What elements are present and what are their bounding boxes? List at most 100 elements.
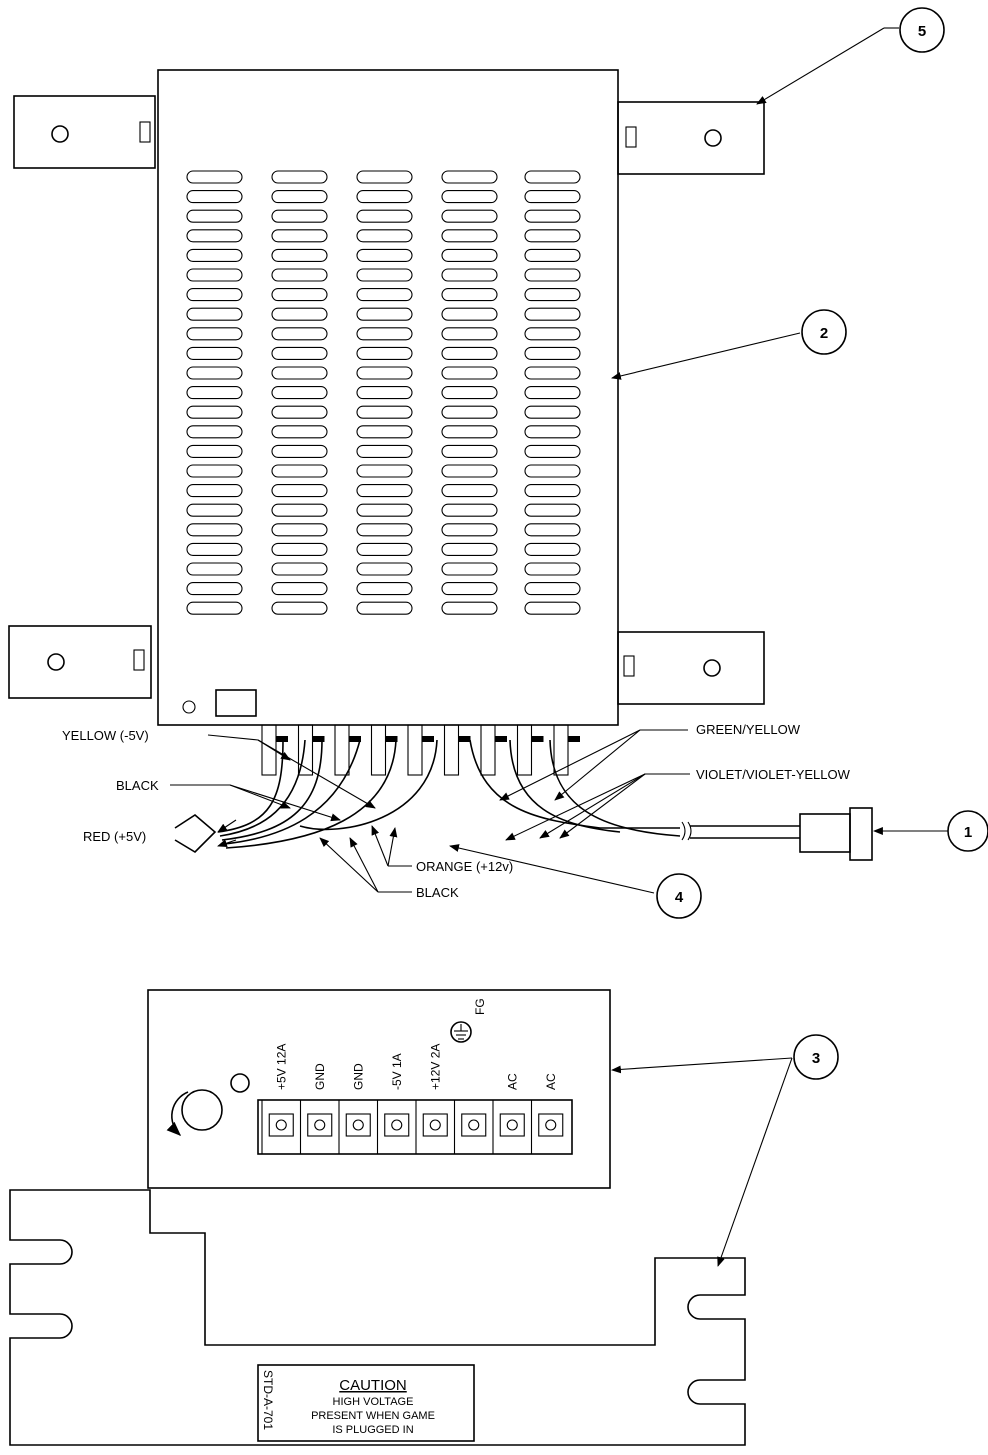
vent-slot — [271, 386, 328, 400]
vent-slot — [186, 405, 243, 419]
vent-slot — [356, 268, 413, 282]
vent-slot — [186, 170, 243, 184]
vent-slot — [441, 503, 498, 517]
side-code: STD-A-701 — [261, 1370, 275, 1430]
vent-slot — [356, 464, 413, 478]
vent-slot — [271, 523, 328, 537]
vent-slot — [441, 327, 498, 341]
vent-slot — [271, 601, 328, 615]
vent-slot — [271, 288, 328, 302]
vent-slot — [441, 523, 498, 537]
terminal-tab-screw — [568, 736, 580, 742]
vent-slot — [271, 170, 328, 184]
vent-slot — [271, 542, 328, 556]
vent-slot — [441, 562, 498, 576]
vent-slot — [186, 523, 243, 537]
vent-slot — [524, 327, 581, 341]
caution-title: CAUTION — [339, 1377, 407, 1394]
terminal-screw — [391, 1119, 403, 1131]
vent-slot — [524, 307, 581, 321]
vent-slot — [356, 562, 413, 576]
terminal-box — [307, 1113, 333, 1137]
terminal-tab — [553, 724, 569, 776]
vent-slot — [186, 542, 243, 556]
indicator-hole — [182, 700, 196, 714]
vent-slot — [356, 307, 413, 321]
vent-slot — [271, 307, 328, 321]
vent-slot — [356, 425, 413, 439]
terminal-screw — [545, 1119, 557, 1131]
terminal-tab — [334, 724, 350, 776]
terminal-box — [384, 1113, 410, 1137]
label-black-wire-top: BLACK — [116, 778, 159, 793]
vent-slot — [524, 503, 581, 517]
ground-symbol — [450, 1021, 472, 1043]
vent-slot — [441, 582, 498, 596]
vent-slot — [524, 386, 581, 400]
vent-slot — [271, 268, 328, 282]
terminal-screw — [468, 1119, 480, 1131]
vent-slot — [356, 327, 413, 341]
terminal-label: AC — [544, 1073, 558, 1090]
vent-slot — [524, 346, 581, 360]
vent-slot — [186, 229, 243, 243]
terminal-screws — [261, 1100, 564, 1154]
label-yellow-wire: YELLOW (-5V) — [62, 728, 149, 743]
vent-slot — [441, 190, 498, 204]
terminal-box — [345, 1113, 371, 1137]
mounting-bracket-bottom-left — [8, 625, 152, 699]
adjust-pot — [215, 689, 257, 717]
bottom-bracket — [9, 1189, 746, 1446]
vent-slot — [441, 386, 498, 400]
vent-slot — [524, 268, 581, 282]
vent-slot — [524, 209, 581, 223]
label-red-wire: RED (+5V) — [83, 829, 146, 844]
vent-slot — [356, 523, 413, 537]
vent-slot — [524, 405, 581, 419]
svg-text:2: 2 — [820, 325, 828, 342]
vent-slot — [356, 386, 413, 400]
vent-slot — [441, 209, 498, 223]
callout-3: 3 — [793, 1034, 839, 1080]
vent-slot — [271, 464, 328, 478]
wire-harness — [174, 739, 800, 854]
vent-slot — [356, 484, 413, 498]
vent-slot — [186, 562, 243, 576]
vent-slot — [356, 601, 413, 615]
vent-slot — [271, 327, 328, 341]
terminal-label: GND — [351, 1063, 365, 1090]
vent-slot — [186, 190, 243, 204]
ventilation-slots — [186, 170, 581, 615]
terminal-label: +5V 12A — [274, 1044, 288, 1090]
svg-text:4: 4 — [675, 889, 684, 906]
terminal-box — [422, 1113, 448, 1137]
terminal-tab — [407, 724, 423, 776]
vent-slot — [271, 503, 328, 517]
vent-slot — [524, 366, 581, 380]
svg-text:5: 5 — [918, 23, 926, 40]
vent-slot — [271, 209, 328, 223]
label-black-wire-bottom: BLACK — [416, 885, 459, 900]
vent-slot — [271, 444, 328, 458]
vent-slot — [186, 327, 243, 341]
vent-slot — [356, 170, 413, 184]
mounting-bracket-top-right — [617, 101, 765, 175]
vent-slot — [441, 248, 498, 262]
callout-5: 5 — [899, 7, 945, 53]
vent-slot — [441, 542, 498, 556]
vent-slot — [271, 405, 328, 419]
power-plug — [799, 807, 873, 861]
vent-slot — [356, 503, 413, 517]
terminal-tab-screw — [531, 736, 544, 742]
vent-slot — [441, 307, 498, 321]
terminal-tab — [370, 724, 387, 776]
terminal-label: AC — [505, 1073, 519, 1090]
vent-slot — [186, 464, 243, 478]
terminal-tabs — [261, 724, 580, 776]
callout-1: 1 — [947, 810, 988, 852]
terminal-tab-screw — [422, 736, 434, 742]
wire-label-leaders — [170, 729, 690, 893]
vent-slot — [271, 425, 328, 439]
vent-slot — [524, 582, 581, 596]
